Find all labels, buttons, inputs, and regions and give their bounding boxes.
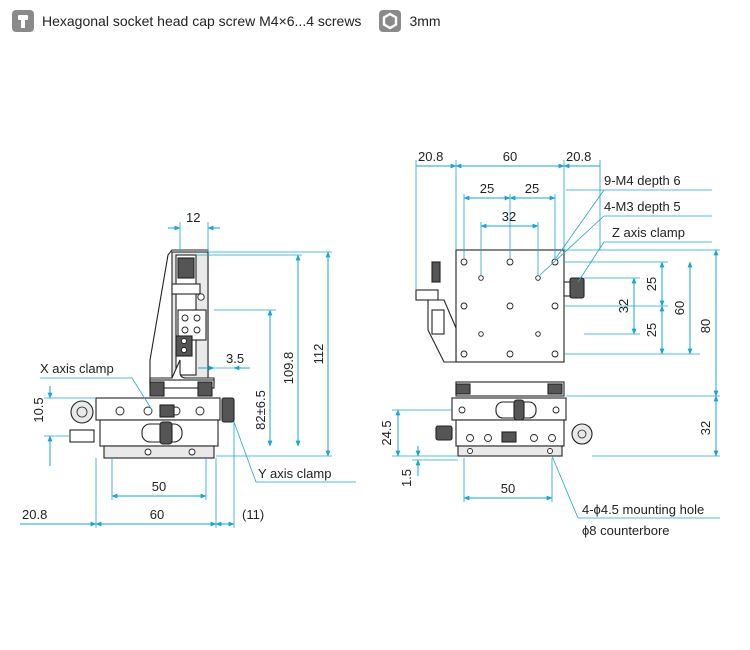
- z-carriage-block: [171, 283, 201, 295]
- front-dim-v-25-a: 25: [644, 277, 659, 291]
- m4-holes: [460, 258, 559, 358]
- foot-block-left: [149, 381, 165, 397]
- xy-stage-base: [103, 445, 215, 459]
- mounting-hole-label: 4-ϕ4.5 mounting hole: [582, 502, 704, 517]
- front-dim-pitch-a: 25: [480, 181, 494, 196]
- side-dim-offset: 3.5: [226, 351, 244, 366]
- x-micrometer-knob: [571, 423, 593, 445]
- x-clamp-knob: [70, 400, 94, 424]
- z-micrometer-knob: [431, 261, 441, 283]
- side-dim-left-offset: 20.8: [22, 507, 47, 522]
- front-view: 20.8 60 20.8 25 25 32 32 25 25 60 80: [379, 149, 720, 538]
- side-dim-range: 82±6.5: [253, 390, 268, 430]
- hex-wrench-icon: [379, 10, 402, 32]
- side-dim-width: 60: [150, 507, 164, 522]
- x-stage-base: [457, 445, 563, 457]
- front-dim-width: 60: [503, 149, 517, 164]
- front-dim-v-32: 32: [698, 421, 713, 435]
- z-adjust-knob: [175, 335, 193, 357]
- front-dim-right-offset: 20.8: [566, 149, 591, 164]
- socket-screw-icon: [12, 10, 34, 32]
- front-dim-base-height: 24.5: [379, 420, 394, 445]
- spec-header: Hexagonal socket head cap screw M4×6...4…: [12, 8, 441, 34]
- side-dim-height-a: 109.8: [281, 352, 296, 385]
- front-dim-v-80: 80: [698, 319, 713, 333]
- m3-holes-label: 4-M3 depth 5: [604, 199, 681, 214]
- side-dim-clamp-offset: (11): [242, 507, 264, 522]
- front-dim-inner-pitch: 32: [502, 209, 516, 224]
- y-clamp-knob: [221, 397, 235, 423]
- m4-holes-label: 9-M4 depth 6: [604, 173, 681, 188]
- front-dim-v-25-b: 25: [644, 323, 659, 337]
- side-view: 12 82±6.5 109.8 112 3.5 10.5 50 20.8 60 …: [20, 210, 356, 528]
- x-axis-clamp-label: X axis clamp: [40, 361, 114, 376]
- front-dim-base-pitch: 50: [501, 481, 515, 496]
- side-dim-top-width: 12: [186, 210, 200, 225]
- z-carriage-lower: [177, 309, 207, 341]
- front-dim-v-60: 60: [672, 301, 687, 315]
- x-micrometer: [69, 429, 95, 443]
- foot-block-right: [197, 381, 213, 397]
- front-dim-base-offset: 1.5: [399, 469, 414, 487]
- counterbore-label: ϕ8 counterbore: [582, 523, 670, 538]
- x-clamp-knob: [435, 425, 453, 441]
- side-dim-height-total: 112: [311, 344, 326, 365]
- side-dim-hole-pitch: 50: [152, 479, 166, 494]
- front-dim-pitch-b: 25: [525, 181, 539, 196]
- front-dim-left-offset: 20.8: [418, 149, 443, 164]
- z-clamp-knob: [569, 277, 585, 299]
- m3-holes: [478, 275, 541, 337]
- z-axis-clamp-label: Z axis clamp: [612, 225, 685, 240]
- side-dim-base-height: 10.5: [31, 397, 46, 422]
- screw-spec-text: Hexagonal socket head cap screw M4×6...4…: [42, 13, 362, 29]
- z-clamp-knob: [177, 257, 195, 279]
- y-axis-clamp-label: Y axis clamp: [258, 466, 331, 481]
- wrench-size-text: 3mm: [409, 13, 441, 29]
